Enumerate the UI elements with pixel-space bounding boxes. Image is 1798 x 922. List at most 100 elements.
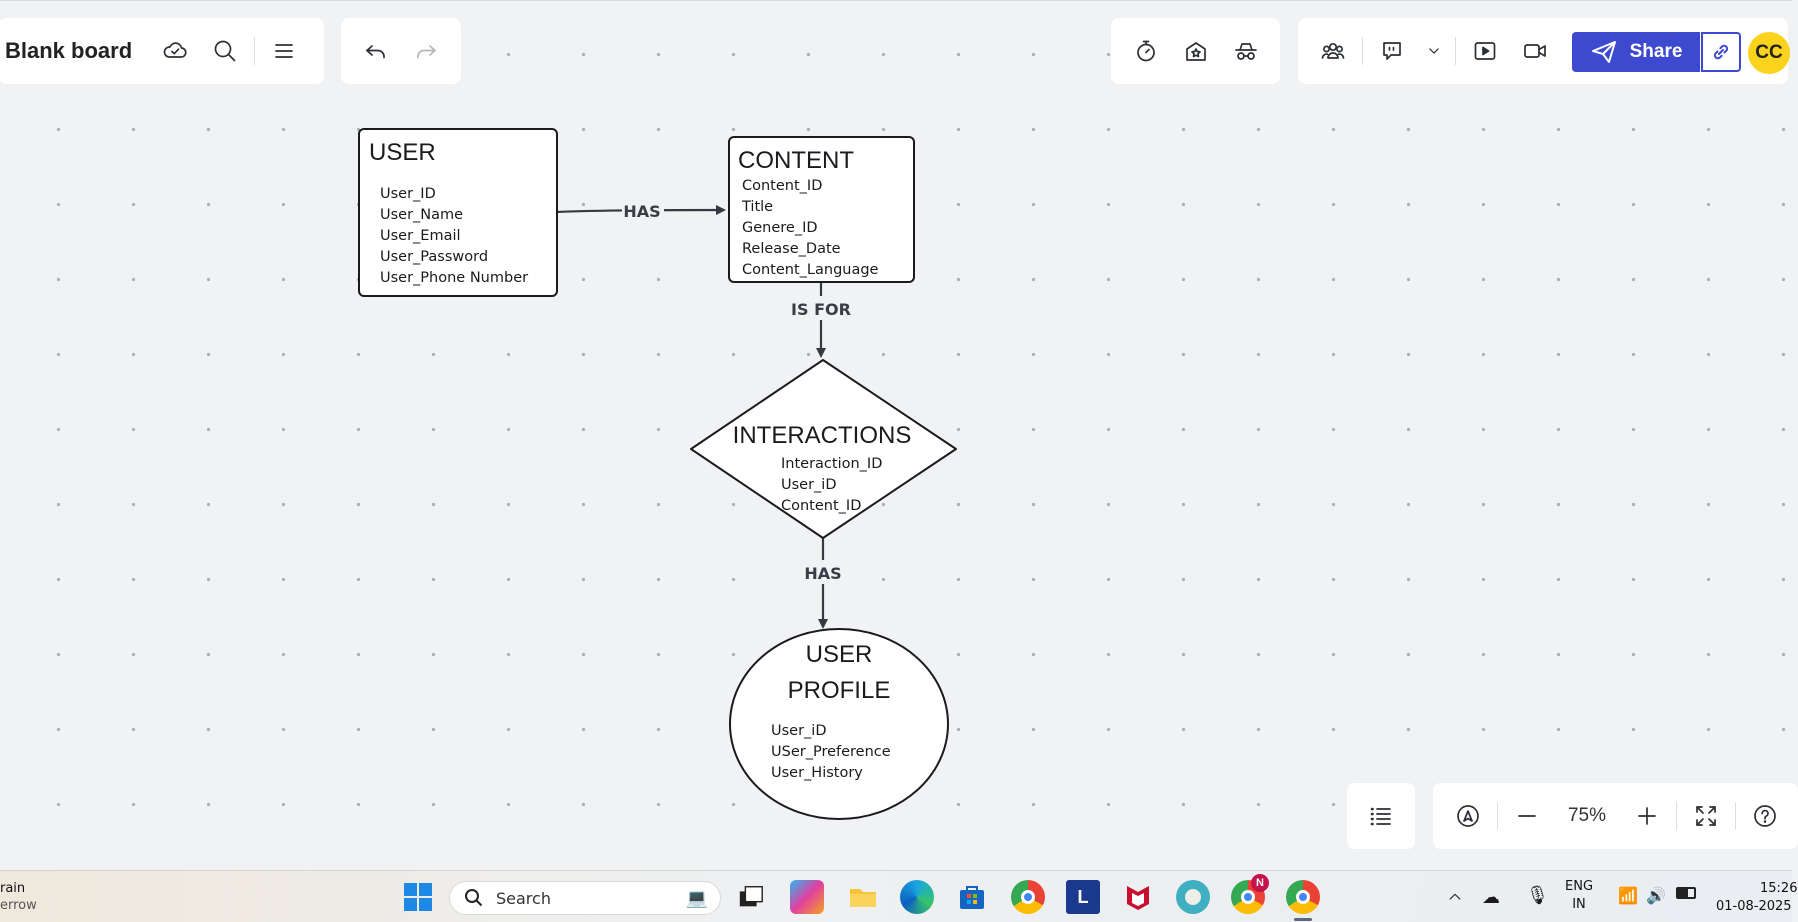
zoom-level[interactable]: 75% (1567, 805, 1607, 826)
search-highlight-icon: 💻 (685, 887, 708, 909)
copilot-icon[interactable] (790, 880, 824, 914)
avatar[interactable]: CC (1748, 32, 1790, 74)
task-view-icon[interactable] (734, 880, 768, 914)
attribute: User_Phone Number (380, 270, 528, 286)
microphone-icon[interactable]: 🎙 (1526, 885, 1549, 905)
relation-label-has[interactable]: HAS (804, 564, 841, 583)
cloud-saved-icon[interactable] (150, 26, 200, 76)
entity-user[interactable]: USER User_ID User_Name User_Email User_P… (358, 128, 558, 297)
redo-icon[interactable] (401, 26, 451, 76)
entity-title: USER (369, 139, 436, 166)
chrome-active-icon[interactable] (1286, 880, 1320, 914)
menu-icon[interactable] (259, 26, 309, 76)
relation-label-bg (622, 199, 664, 223)
attribute: User_iD (781, 477, 837, 493)
microsoft-store-icon[interactable] (955, 880, 989, 914)
undo-icon[interactable] (351, 26, 401, 76)
weather-text: rain (0, 881, 26, 896)
clock[interactable]: 15:26 01-08-2025 (1716, 880, 1797, 916)
onedrive-error-icon[interactable]: ☁ (1482, 887, 1500, 907)
relation-label-has[interactable]: HAS (623, 202, 660, 221)
send-icon (1591, 41, 1616, 63)
weather-subtext: errow (0, 898, 37, 913)
history-panel (341, 18, 461, 84)
board-title[interactable]: Blank board (5, 38, 133, 63)
l-app-icon[interactable]: L (1066, 880, 1100, 914)
relation-label-is-for[interactable]: IS FOR (791, 300, 851, 319)
notification-badge: N (1251, 874, 1269, 892)
zoom-in-icon[interactable] (1622, 791, 1672, 841)
connector-user-content[interactable] (556, 205, 726, 216)
present-icon[interactable] (1460, 26, 1510, 76)
clock-date: 01-08-2025 (1716, 899, 1792, 914)
share-button[interactable]: Share (1572, 32, 1700, 72)
relation-label-bg (801, 560, 845, 584)
separator (1362, 37, 1363, 65)
show-hidden-icons-icon[interactable] (1430, 872, 1480, 922)
region-code: IN (1572, 897, 1586, 912)
comment-icon[interactable] (1367, 26, 1417, 76)
separator (1735, 802, 1736, 830)
attribute: Genere_ID (742, 220, 818, 236)
entity-title: USER (806, 641, 873, 668)
attribute: Title (741, 199, 773, 215)
outline-panel (1347, 783, 1415, 849)
separator (1455, 37, 1456, 65)
template-icon[interactable] (1171, 26, 1221, 76)
attribute: User_iD (771, 723, 827, 739)
edge-browser-icon[interactable] (900, 880, 934, 914)
share-label: Share (1629, 41, 1683, 62)
attribute: User_History (771, 765, 863, 781)
attribute: Content_ID (742, 178, 822, 194)
board-menu-panel: Blank board (0, 18, 324, 84)
collaborators-icon[interactable] (1308, 26, 1358, 76)
attribute: User_Email (380, 228, 461, 244)
windows-start-icon[interactable] (401, 880, 435, 914)
search-icon (465, 889, 483, 907)
chevron-down-icon[interactable] (1417, 26, 1451, 76)
language-indicator[interactable]: ENG IN (1565, 878, 1593, 914)
fit-screen-icon[interactable] (1681, 791, 1731, 841)
video-icon[interactable] (1510, 26, 1560, 76)
entity-title: CONTENT (738, 147, 854, 174)
relationship-interactions[interactable]: INTERACTIONS Interaction_ID User_iD Cont… (690, 359, 957, 539)
separator (254, 37, 256, 65)
entity-user-profile[interactable]: USER PROFILE User_iD USer_Preference Use… (729, 628, 949, 820)
attribute: Content_Language (742, 262, 879, 278)
mcafee-icon[interactable] (1121, 880, 1155, 914)
weather-widget[interactable]: rain errow (0, 880, 37, 914)
os-taskbar: rain errow Search 💻 L N ☁ 🎙 ENG (0, 870, 1797, 922)
attribute: Content_ID (781, 498, 861, 514)
zoom-panel: 75% (1433, 783, 1798, 849)
list-icon[interactable] (1356, 791, 1406, 841)
battery-icon[interactable] (1676, 887, 1696, 899)
search-icon[interactable] (200, 26, 250, 76)
timer-icon[interactable] (1121, 26, 1171, 76)
volume-icon[interactable]: 🔊 (1646, 888, 1666, 905)
attribute: Interaction_ID (781, 456, 882, 472)
attribute: User_Password (380, 249, 488, 265)
tools-panel (1111, 18, 1280, 84)
separator (1497, 802, 1498, 830)
separator (1676, 802, 1677, 830)
attribute: USer_Preference (771, 744, 891, 760)
wifi-icon[interactable]: 📶 (1618, 888, 1638, 905)
active-app-indicator (1294, 918, 1312, 921)
attribute: User_Name (380, 207, 463, 223)
chrome-profile-icon[interactable]: N (1231, 874, 1269, 914)
search-placeholder: Search (496, 888, 551, 908)
help-icon[interactable] (1740, 791, 1790, 841)
chrome-icon[interactable] (1011, 880, 1045, 914)
entity-content[interactable]: CONTENT Content_ID Title Genere_ID Relea… (728, 136, 915, 283)
entity-title: PROFILE (788, 677, 891, 704)
alexa-icon[interactable] (1176, 880, 1210, 914)
copy-link-button[interactable] (1701, 32, 1741, 72)
navigation-icon[interactable] (1443, 791, 1493, 841)
language-code: ENG (1565, 879, 1594, 894)
file-explorer-icon[interactable] (846, 880, 880, 914)
attribute: User_ID (380, 186, 436, 202)
relation-label-bg (790, 296, 852, 320)
zoom-out-icon[interactable] (1502, 791, 1552, 841)
incognito-icon[interactable] (1221, 26, 1271, 76)
taskbar-search-input[interactable]: Search 💻 (449, 881, 721, 915)
